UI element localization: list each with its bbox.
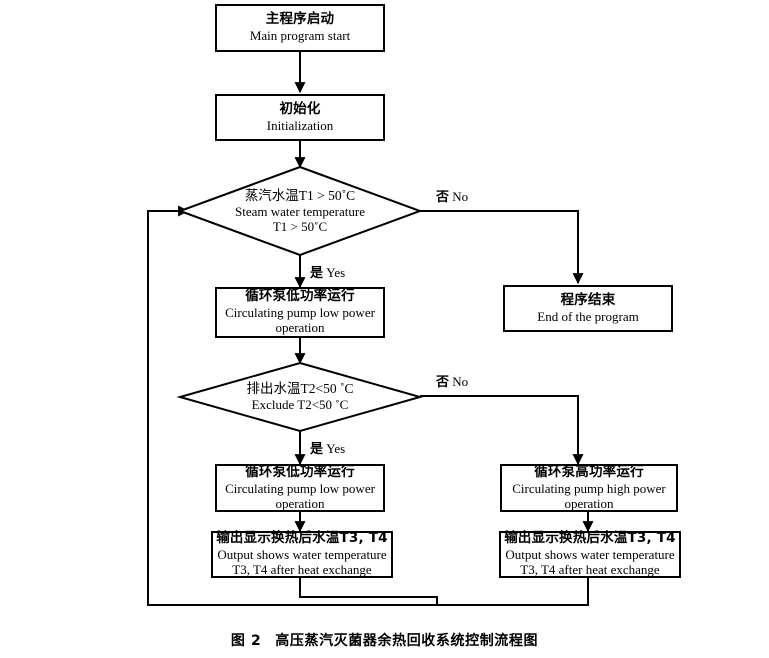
node-output-water-temperature-left[interactable]: 输出显示换热后水温T3, T4 Output shows water tempe… [211,530,393,578]
edge-label-yes-1-en: Yes [326,265,346,280]
node-decision-exclude-water-temperature-en: Exclude T2<50 ˚C [251,397,349,413]
figure-caption-label: 图 2 [230,633,262,649]
node-output-water-temperature-right-en-line2: T3, T4 after heat exchange [520,562,660,578]
node-circulating-pump-high-power-cn: 循环泵高功率运行 [534,463,644,480]
figure-caption-text: 高压蒸汽灭菌器余热回收系统控制流程图 [275,633,539,649]
edge-label-no-1-en: No [452,189,469,204]
node-circulating-pump-low-power-1[interactable]: 循环泵低功率运行 Circulating pump low power oper… [215,287,385,338]
node-output-water-temperature-right-en-line1: Output shows water temperature [505,547,675,563]
node-main-program-start-en: Main program start [249,28,351,44]
node-circulating-pump-high-power-en-line1: Circulating pump high power [512,480,666,496]
edge-label-yes-1: 是 Yes [310,266,345,280]
node-output-water-temperature-left-en-line1: Output shows water temperature [217,547,387,563]
node-output-water-temperature-right[interactable]: 输出显示换热后水温T3, T4 Output shows water tempe… [499,530,681,578]
edge-label-yes-1-cn: 是 [310,266,324,281]
node-output-water-temperature-right-cn: 输出显示换热后水温T3, T4 [504,530,676,547]
node-decision-steam-water-temperature-cn: 蒸汽水温T1 > 50˚C [244,187,356,203]
node-circulating-pump-low-power-1-en-line2: operation [275,320,325,336]
edge-label-no-2-cn: 否 [436,375,450,390]
edge-label-no-1-cn: 否 [436,190,450,205]
node-end-of-program-cn: 程序结束 [560,291,616,308]
edge-label-no-2: 否 No [436,375,468,389]
node-output-water-temperature-left-en-line2: T3, T4 after heat exchange [232,562,372,578]
edge-decision-t2-no [420,395,584,466]
node-circulating-pump-low-power-2-en-line1: Circulating pump low power [225,480,375,496]
node-circulating-pump-low-power-2[interactable]: 循环泵低功率运行 Circulating pump low power oper… [215,464,385,512]
node-initialization-cn: 初始化 [279,100,321,117]
edge-label-no-1: 否 No [436,190,468,204]
node-output-water-temperature-left-cn: 输出显示换热后水温T3, T4 [216,530,388,547]
node-initialization-en: Initialization [266,117,334,133]
edge-label-yes-2: 是 Yes [310,442,345,456]
node-main-program-start[interactable]: 主程序启动 Main program start [215,4,385,52]
node-initialization[interactable]: 初始化 Initialization [215,94,385,141]
edge-decision-t1-no [420,210,584,285]
node-circulating-pump-high-power-en-line2: operation [564,495,614,511]
edge-label-no-2-en: No [452,374,469,389]
node-circulating-pump-low-power-1-en-line1: Circulating pump low power [225,305,375,321]
node-decision-steam-water-temperature-en-line2: T1 > 50˚C [272,218,328,234]
edge-label-yes-2-cn: 是 [310,442,324,457]
node-main-program-start-cn: 主程序启动 [265,11,335,28]
node-end-of-program-en: End of the program [537,308,639,324]
edge-output-left-return [299,578,438,605]
figure-caption: 图 2 高压蒸汽灭菌器余热回收系统控制流程图 [0,630,769,650]
node-circulating-pump-high-power[interactable]: 循环泵高功率运行 Circulating pump high power ope… [500,464,678,512]
node-end-of-program[interactable]: 程序结束 End of the program [503,285,673,332]
node-circulating-pump-low-power-2-cn: 循环泵低功率运行 [245,463,355,480]
node-circulating-pump-low-power-2-en-line2: operation [275,495,325,511]
edge-label-yes-2-en: Yes [326,441,346,456]
node-decision-exclude-water-temperature[interactable]: 排出水温T2<50 ˚C Exclude T2<50 ˚C [180,363,420,431]
node-circulating-pump-low-power-1-cn: 循环泵低功率运行 [245,288,355,305]
node-decision-exclude-water-temperature-cn: 排出水温T2<50 ˚C [246,381,354,397]
node-decision-steam-water-temperature-en-line1: Steam water temperature [235,203,365,219]
node-decision-steam-water-temperature[interactable]: 蒸汽水温T1 > 50˚C Steam water temperature T1… [180,167,420,255]
